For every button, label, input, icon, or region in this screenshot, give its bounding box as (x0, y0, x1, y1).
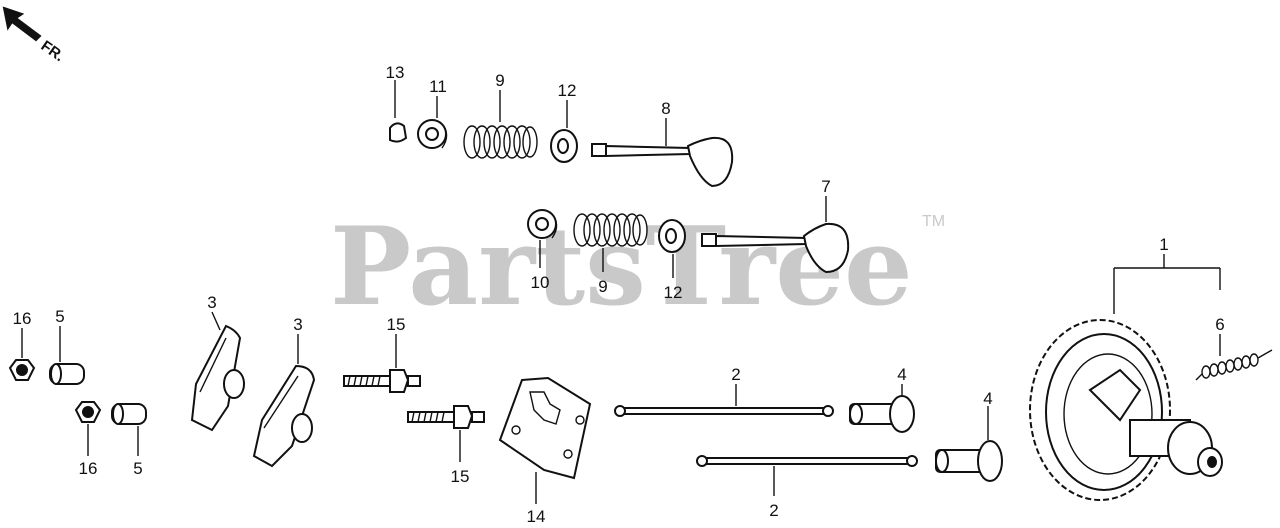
callout-11: 11 (429, 77, 447, 96)
part-6-spring (1195, 349, 1273, 381)
part-9-valve-spring-lower (573, 213, 648, 247)
callout-7: 7 (821, 177, 830, 196)
part-16-nut-lower (74, 401, 102, 423)
part-9-valve-spring-upper (463, 125, 538, 159)
callout-16-upper: 16 (13, 309, 32, 328)
part-14-push-rod-guide-plate (498, 376, 592, 480)
callout-10: 10 (531, 273, 550, 292)
watermark-trademark: TM (922, 213, 945, 230)
callout-9-upper: 9 (495, 71, 504, 90)
callout-9-lower: 9 (598, 277, 607, 296)
callout-3-right: 3 (293, 315, 302, 334)
callout-5-lower: 5 (133, 459, 142, 478)
part-5-pivot-lower (111, 403, 147, 425)
part-3-rocker-arm-left (190, 324, 245, 432)
callout-2-upper: 2 (731, 365, 740, 384)
watermark-text: PartsTree (330, 204, 913, 330)
callout-12-upper: 12 (558, 81, 577, 100)
part-12-spring-seat-upper (550, 129, 578, 163)
callout-15-lower: 15 (451, 467, 470, 486)
callout-5-upper: 5 (55, 307, 64, 326)
callout-2-lower: 2 (769, 501, 778, 520)
callout-8: 8 (661, 99, 670, 118)
part-15-stud-upper (343, 369, 421, 393)
part-13-valve-cotter (389, 122, 408, 143)
part-2-push-rod-upper (614, 405, 834, 417)
callout-15-upper: 15 (387, 315, 406, 334)
part-7-intake-valve (701, 222, 850, 274)
part-4-valve-lifter-upper (849, 395, 915, 433)
part-5-pivot-upper (49, 363, 85, 385)
part-10-valve-retainer-lower (527, 209, 558, 239)
callout-4-lower: 4 (983, 389, 992, 408)
part-11-valve-retainer (417, 119, 448, 149)
part-16-nut-upper (8, 359, 36, 381)
callout-1: 1 (1159, 235, 1168, 254)
part-1-camshaft-assembly (1029, 319, 1223, 501)
front-direction-arrow-icon (2, 6, 42, 42)
part-15-stud-lower (407, 405, 485, 429)
front-direction-label: FR. (38, 37, 68, 65)
part-3-rocker-arm-right (252, 364, 316, 468)
callout-16-lower: 16 (79, 459, 98, 478)
callout-14: 14 (527, 507, 546, 526)
callout-12-lower: 12 (664, 283, 683, 302)
part-4-valve-lifter-lower (935, 440, 1003, 482)
part-8-exhaust-valve (591, 136, 734, 188)
part-12-spring-seat-lower (658, 219, 686, 253)
callout-6: 6 (1215, 315, 1224, 334)
part-2-push-rod-lower (696, 455, 918, 467)
callout-3-left: 3 (207, 293, 216, 312)
callout-4-upper: 4 (897, 365, 906, 384)
callout-13: 13 (386, 63, 405, 82)
part-1-bracket (1113, 254, 1221, 314)
